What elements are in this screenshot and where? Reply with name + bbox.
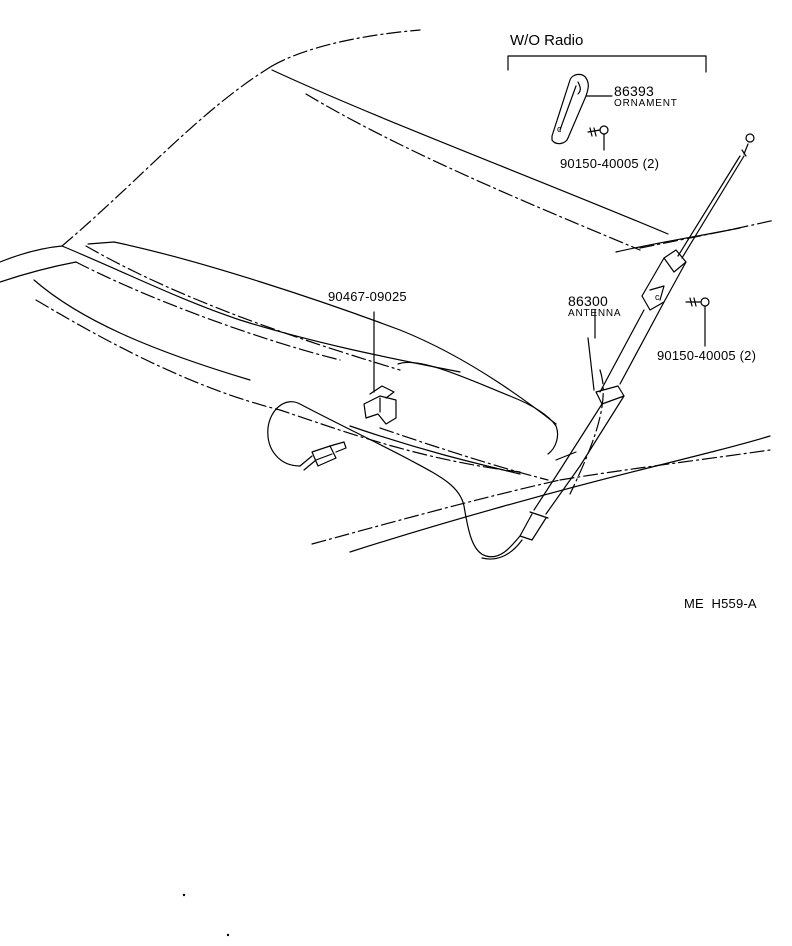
vehicle-body-outline [0, 29, 776, 553]
screw-top-part [587, 125, 609, 151]
wo-radio-bracket [507, 55, 707, 73]
screw-top-part-number: 90150-40005 (2) [560, 156, 660, 171]
wo-radio-label: W/O Radio [510, 32, 584, 49]
clamp-part-number: 90467-09025 [328, 289, 407, 304]
antenna-part-name: ANTENNA [568, 308, 622, 319]
screw-right-part [685, 297, 710, 347]
svg-text:c: c [557, 124, 562, 134]
speck [226, 933, 230, 937]
antenna-part-number: 86300 [568, 293, 608, 309]
clamp-part [363, 311, 397, 425]
plug-connector [299, 441, 347, 471]
screw-right-part-number: 90150-40005 (2) [657, 348, 757, 363]
speck [182, 893, 186, 897]
ornament-part-name: ORNAMENT [614, 98, 678, 109]
svg-text:c: c [655, 292, 660, 302]
diagram-code: ME H559-A [684, 596, 757, 611]
ornament-part-number: 86393 [614, 83, 654, 99]
antenna-assembly: c [519, 133, 755, 541]
ornament-part: c [551, 73, 613, 145]
antenna-cable [267, 401, 523, 560]
